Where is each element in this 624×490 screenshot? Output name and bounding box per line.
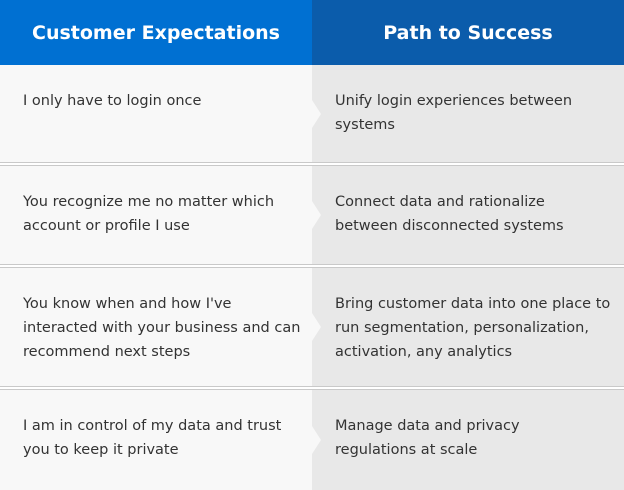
expectation-cell: You recognize me no matter which account…	[0, 166, 312, 264]
chevron-arrow-icon	[312, 426, 321, 454]
header-customer-expectations: Customer Expectations	[0, 0, 312, 65]
path-cell: Bring customer data into one place to ru…	[312, 268, 624, 386]
table-row: You know when and how I've interacted wi…	[0, 268, 624, 386]
path-cell: Connect data and rationalize between dis…	[312, 166, 624, 264]
row-divider	[0, 264, 624, 268]
row-divider	[0, 162, 624, 166]
chevron-arrow-icon	[312, 313, 321, 341]
expectation-cell: You know when and how I've interacted wi…	[0, 268, 312, 386]
chevron-arrow-icon	[312, 99, 321, 128]
table-row: I am in control of my data and trust you…	[0, 390, 624, 490]
path-cell: Manage data and privacy regulations at s…	[312, 390, 624, 490]
table-row: I only have to login once Unify login ex…	[0, 65, 624, 162]
chevron-arrow-icon	[312, 201, 321, 229]
table-row: You recognize me no matter which account…	[0, 166, 624, 264]
header-path-to-success: Path to Success	[312, 0, 624, 65]
expectation-cell: I am in control of my data and trust you…	[0, 390, 312, 490]
expectation-cell: I only have to login once	[0, 65, 312, 162]
table-header: Customer Expectations Path to Success	[0, 0, 624, 65]
path-cell: Unify login experiences between systems	[312, 65, 624, 162]
row-divider	[0, 386, 624, 390]
